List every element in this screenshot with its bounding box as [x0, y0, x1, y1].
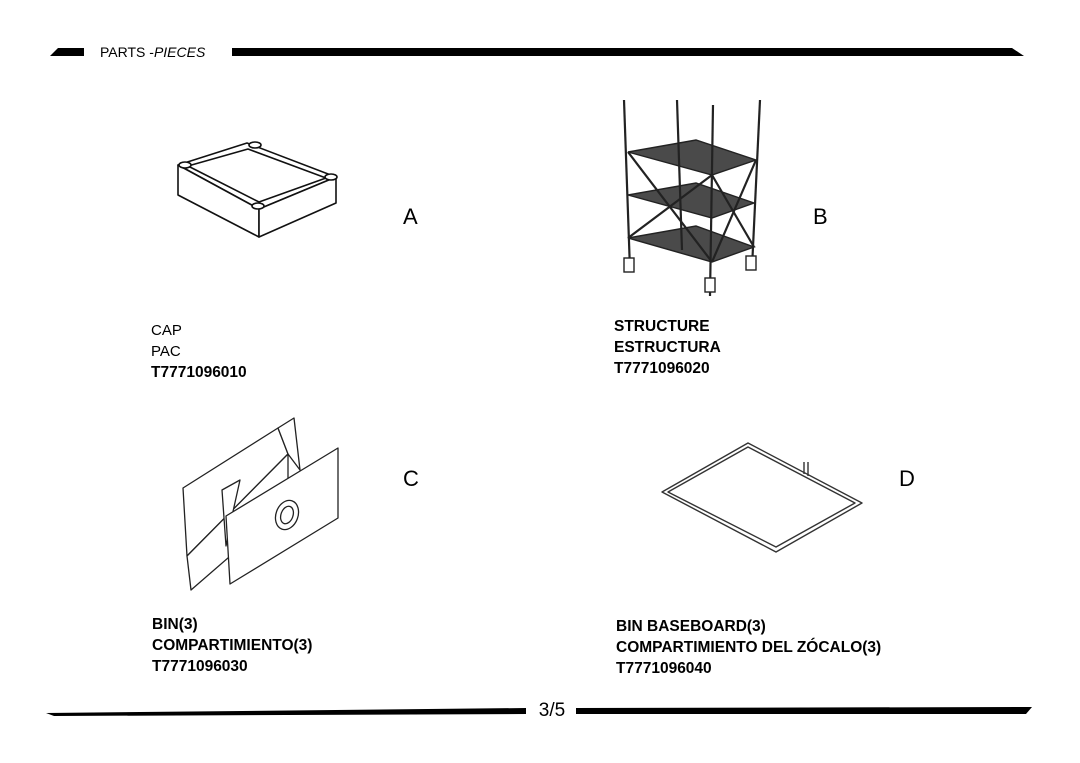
part-b-label: STRUCTURE ESTRUCTURA T7771096020	[614, 316, 721, 379]
footer-bar-left	[46, 708, 526, 716]
header-bar-left	[50, 48, 84, 56]
part-a-label: CAP PAC T7771096010	[151, 320, 247, 383]
part-a-name-en: CAP	[151, 322, 182, 339]
part-d-letter: D	[899, 466, 915, 491]
part-b-number: T7771096020	[614, 360, 710, 377]
part-c-name-es: COMPARTIMIENTO(3)	[152, 637, 313, 654]
cap-tray-drawing	[177, 141, 338, 238]
shelf-structure-drawing	[622, 99, 762, 297]
part-c-number: T7771096030	[152, 658, 248, 675]
part-b-letter: B	[813, 204, 828, 229]
part-a-name-fr: PAC	[151, 343, 181, 360]
page-number: 3/5	[538, 700, 566, 721]
part-d-number: T7771096040	[616, 660, 712, 677]
part-c-label: BIN(3) COMPARTIMIENTO(3) T7771096030	[152, 614, 312, 677]
part-d-name-en: BIN BASEBOARD(3)	[616, 618, 766, 635]
part-c-name-en: BIN(3)	[152, 616, 198, 633]
part-a-number: T7771096010	[151, 364, 247, 381]
part-b-name-en: STRUCTURE	[614, 318, 710, 335]
baseboard-drawing	[661, 442, 863, 553]
part-c-letter: C	[403, 466, 419, 491]
part-d-name-es: COMPARTIMIENTO DEL ZÓCALO(3)	[616, 639, 882, 656]
part-a-letter: A	[403, 204, 418, 229]
folded-bin-drawing	[182, 417, 339, 591]
header-bar-right	[232, 48, 1024, 56]
page-header-title: PARTS -PIECES	[100, 44, 205, 60]
part-d-label: BIN BASEBOARD(3) COMPARTIMIENTO DEL ZÓCA…	[616, 616, 881, 679]
header-title-italic: PIECES	[153, 44, 206, 60]
part-b-name-es: ESTRUCTURA	[614, 339, 721, 356]
header-title-plain: PARTS -	[100, 44, 154, 60]
footer-bar-right	[576, 707, 1032, 714]
